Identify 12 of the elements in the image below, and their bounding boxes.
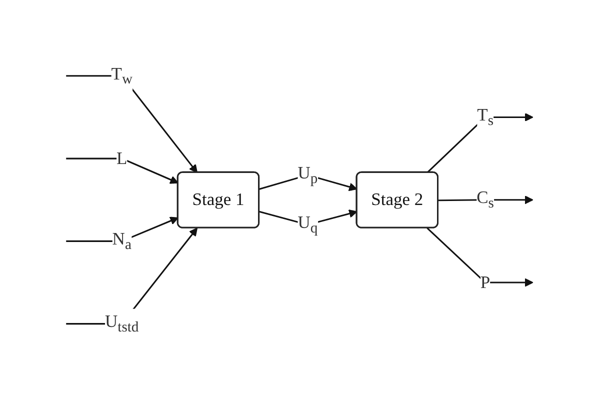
edge-label: C$_{s}$ <box>476 188 494 212</box>
edge-label: P <box>480 272 490 292</box>
edge-label: U$_{q}$ <box>298 212 318 237</box>
edge-label: U$_{p}$ <box>298 162 318 187</box>
edge-label: L <box>116 148 128 168</box>
edge-label: U$_{tstd}$ <box>105 312 139 336</box>
arrow <box>66 158 178 184</box>
edge-label: N$_{a}$ <box>112 229 132 254</box>
arrow <box>66 75 198 174</box>
edge-label: T$_{s}$ <box>477 105 494 130</box>
edge-label: T$_{w}$ <box>111 64 132 88</box>
arrow <box>426 228 534 287</box>
